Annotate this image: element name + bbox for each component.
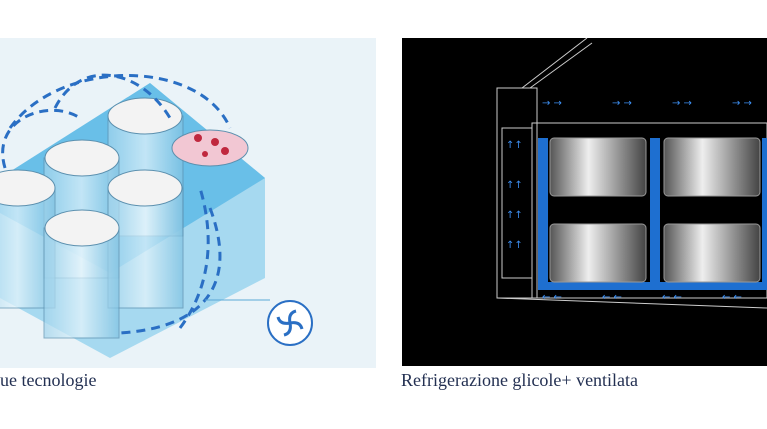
glycol-ventilated-illustration: → → → → → → → → ← ← ← ← ← ← ← ← ↑↑ ↑↑ ↑↑ ↑↑ [402,38,767,366]
svg-text:↑↑: ↑↑ [506,180,523,191]
svg-text:← ←: ← ← [722,292,742,303]
svg-text:→ →: → → [672,98,692,109]
refrigeration-cross-section: → → → → → → → → ← ← ← ← ← ← ← ← ↑↑ ↑↑ ↑↑ ↑↑ [496,38,767,309]
svg-text:↑↑: ↑↑ [506,240,523,251]
svg-text:← ←: ← ← [602,292,622,303]
svg-text:← ←: ← ← [662,292,682,303]
caption-left: ue tecnologie [0,370,97,390]
dual-technology-illustration [0,38,376,368]
svg-text:→ →: → → [542,98,562,109]
svg-text:↑↑: ↑↑ [506,140,523,151]
svg-text:→ →: → → [732,98,752,109]
caption-right: Refrigerazione glicole+ ventilata [401,370,639,390]
svg-text:← ←: ← ← [542,292,562,303]
svg-text:↑↑: ↑↑ [506,210,523,221]
ice-cream-wells-diagram [0,73,313,358]
svg-text:→ →: → → [612,98,632,109]
